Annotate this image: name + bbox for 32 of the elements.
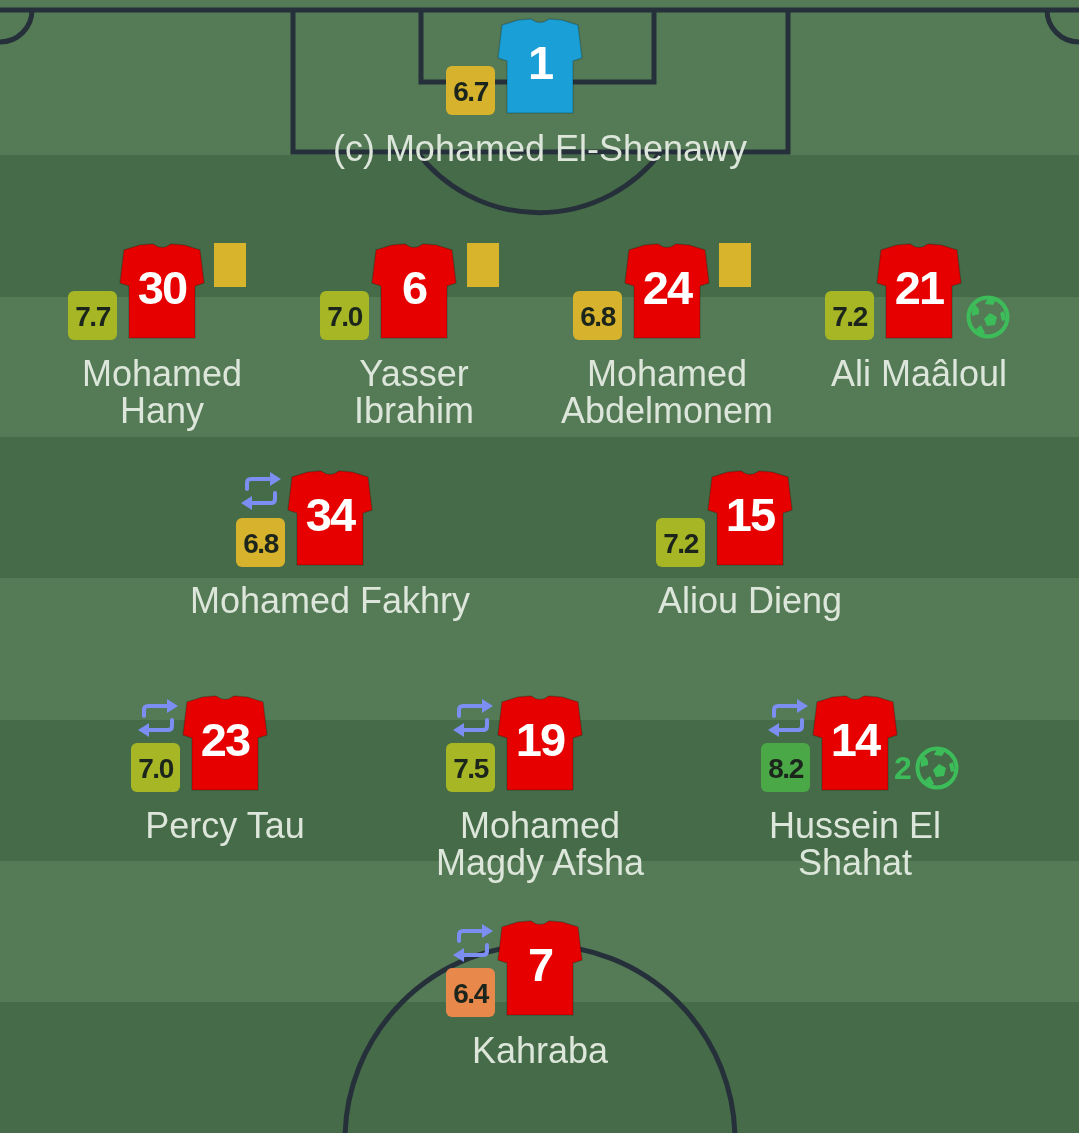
rating-badge: 7.7 (68, 291, 117, 340)
jersey: 34 (287, 470, 373, 567)
player-name: Mohamed Magdy Afsha (435, 807, 645, 881)
player-name: Mohamed Fakhry (189, 582, 471, 619)
jersey: 21 (876, 243, 962, 340)
player-name: Mohamed Abdelmonem (560, 355, 774, 429)
jersey: 15 (707, 470, 793, 567)
jersey: 7 (497, 920, 583, 1017)
jersey: 24 (624, 243, 710, 340)
rating-badge: 6.8 (236, 518, 285, 567)
rating-badge: 6.4 (446, 968, 495, 1017)
rating-badge: 7.0 (131, 743, 180, 792)
rating-badge: 7.5 (446, 743, 495, 792)
rating-badge: 8.2 (761, 743, 810, 792)
rating-badge: 7.2 (656, 518, 705, 567)
player-name: Kahraba (471, 1032, 609, 1069)
player-name: Percy Tau (144, 807, 306, 844)
player-name: Mohamed Hany (81, 355, 243, 429)
player-name: (c) Mohamed El-Shenawy (332, 130, 748, 167)
rating-badge: 6.7 (446, 66, 495, 115)
jersey: 19 (497, 695, 583, 792)
rating-badge: 7.0 (320, 291, 369, 340)
rating-badge: 7.2 (825, 291, 874, 340)
player-name: Hussein El Shahat (768, 807, 942, 881)
jersey: 6 (371, 243, 457, 340)
jersey: 1 (497, 18, 583, 115)
jersey: 23 (182, 695, 268, 792)
player-name: Ali Maâloul (830, 355, 1008, 392)
player-name: Yasser Ibrahim (353, 355, 475, 429)
player-name: Aliou Dieng (657, 582, 843, 619)
jersey: 30 (119, 243, 205, 340)
rating-badge: 6.8 (573, 291, 622, 340)
